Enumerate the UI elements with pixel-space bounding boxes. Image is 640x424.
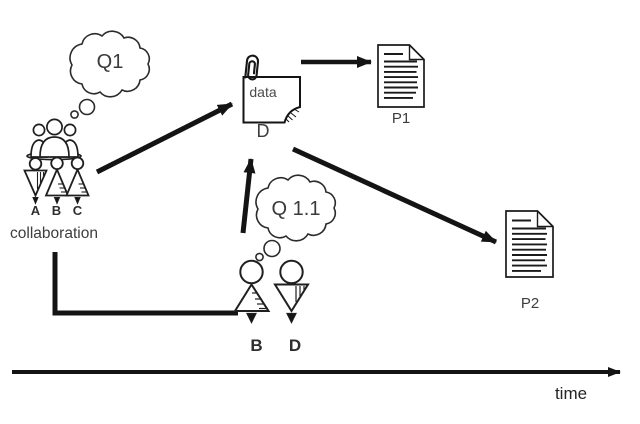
- document-p1-icon: [377, 44, 425, 108]
- team-icon: [26, 118, 82, 161]
- arrow-data-to-p2: [291, 146, 498, 245]
- person-b-big-icon: [233, 259, 271, 324]
- document-p2-icon: [505, 210, 554, 278]
- paperclip-icon: [244, 54, 260, 81]
- member-a-label: A: [30, 203, 41, 218]
- collab-to-subteam-connector: [52, 252, 238, 316]
- member-b-label: B: [51, 203, 62, 218]
- thought-cloud-q1-icon: [69, 30, 151, 119]
- sticky-note-icon: [242, 54, 301, 124]
- thought-cloud-q11-icon: [255, 174, 337, 262]
- question-q11-label: Q 1.1: [271, 198, 321, 220]
- subteam-member-d-label: D: [288, 336, 302, 355]
- person-c-icon: [65, 156, 90, 205]
- member-c-label: C: [72, 203, 83, 218]
- paper-p1-label: P1: [391, 110, 411, 127]
- dataset-name-label: D: [256, 121, 270, 141]
- arrow-collab-to-data: [95, 101, 234, 175]
- person-b-small-icon: [44, 156, 70, 205]
- question-q1-label: Q1: [96, 51, 124, 73]
- arrow-subteam-to-data: [240, 158, 256, 234]
- person-d-big-icon: [273, 259, 310, 324]
- paper-p2-label: P2: [520, 295, 540, 312]
- person-a-icon: [23, 157, 48, 205]
- collaboration-label: collaboration: [10, 225, 98, 242]
- subteam-member-b-label: B: [250, 336, 263, 355]
- time-axis-label: time: [554, 384, 588, 403]
- data-note-label: data: [249, 84, 277, 100]
